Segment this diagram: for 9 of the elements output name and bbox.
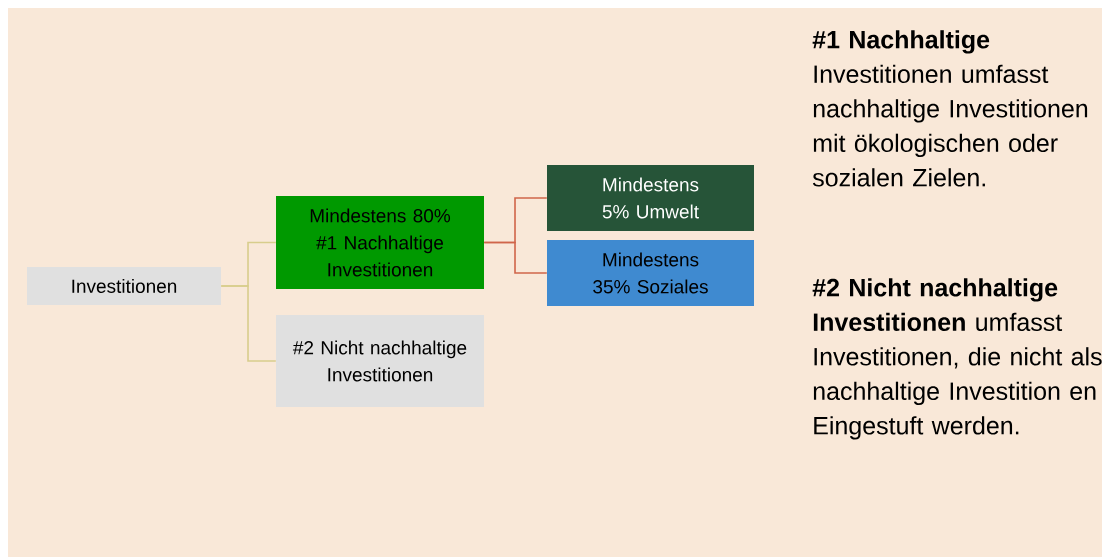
process-box: Mindestens 80% #1 Nachhaltige Investitionen (276, 196, 484, 289)
connector-line (483, 241, 548, 274)
process-box: #2 Nicht nachhaltige Investitionen (276, 315, 484, 407)
process-box: Mindestens 35% Soziales (547, 240, 754, 306)
process-box: Mindestens 5% Umwelt (547, 165, 754, 231)
connector-line (220, 285, 277, 362)
description-text: #1 Nachhaltige Investitionen umfasst nachhaltige Investitionen mit ökologischen oder sozialen Zielen. (812, 30, 1088, 187)
description-text: #2 Nicht nachhaltige Investitionen umfasst Investitionen, die nicht als nachhaltige Investition en Eingestuft werden. (812, 278, 1102, 440)
process-box: Investitionen (27, 267, 221, 305)
